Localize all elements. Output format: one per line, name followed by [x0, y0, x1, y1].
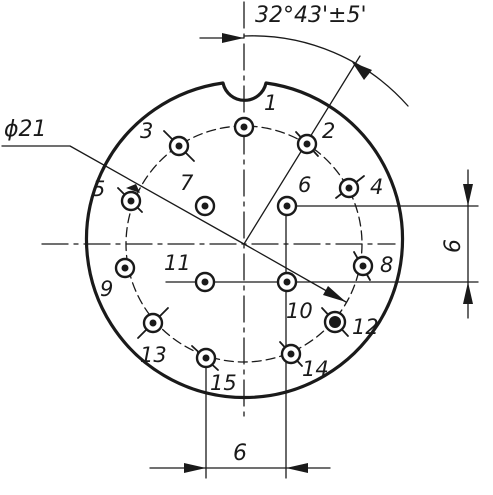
pin-12	[321, 307, 349, 337]
pin-9	[114, 257, 136, 279]
outer-contour	[84, 81, 405, 400]
pin-label: 12	[352, 315, 379, 339]
pin-15	[191, 345, 219, 371]
pin-label: 13	[140, 343, 167, 367]
pin-labels: 1 2 3 4 5 6 7 8 9 10 11 12 13 14 15	[92, 91, 393, 395]
pin-label: 7	[180, 171, 194, 195]
pin-label: 3	[140, 119, 153, 143]
diameter-leader: ϕ21	[1, 117, 347, 303]
diameter-label: ϕ21	[4, 117, 47, 142]
pin-7	[194, 195, 216, 217]
pin-13	[137, 307, 169, 339]
horizontal-dimension: 6	[149, 204, 331, 479]
horizontal-dimension-label: 6	[233, 441, 247, 466]
pin-label: 10	[286, 299, 313, 323]
pin-14	[279, 341, 303, 367]
pin-label: 1	[264, 91, 277, 115]
pin-8	[352, 251, 374, 281]
pin-label: 9	[100, 277, 113, 301]
pin-label: 8	[380, 253, 393, 277]
pin-label: 5	[92, 177, 105, 201]
pin-label: 15	[210, 371, 237, 395]
pin-label: 6	[298, 173, 311, 197]
pin-6	[276, 195, 298, 217]
pin-3	[163, 130, 195, 162]
pins	[114, 116, 374, 371]
pin-10	[276, 271, 298, 293]
pin-11	[194, 271, 216, 293]
pin-2	[295, 131, 319, 157]
pin-label: 4	[370, 175, 383, 199]
angle-dimension-label: 32°43'±5'	[255, 3, 367, 28]
pin-label: 14	[302, 357, 329, 381]
pin-label: 11	[164, 251, 191, 275]
vertical-dimension-label: 6	[441, 239, 466, 253]
vertical-dimension: 6	[165, 169, 479, 319]
pin-label: 2	[322, 119, 335, 143]
angle-dimension: 32°43'±5'	[199, 3, 409, 245]
pin-4	[335, 175, 365, 199]
pin-5	[117, 187, 143, 213]
pin-1	[233, 116, 255, 138]
